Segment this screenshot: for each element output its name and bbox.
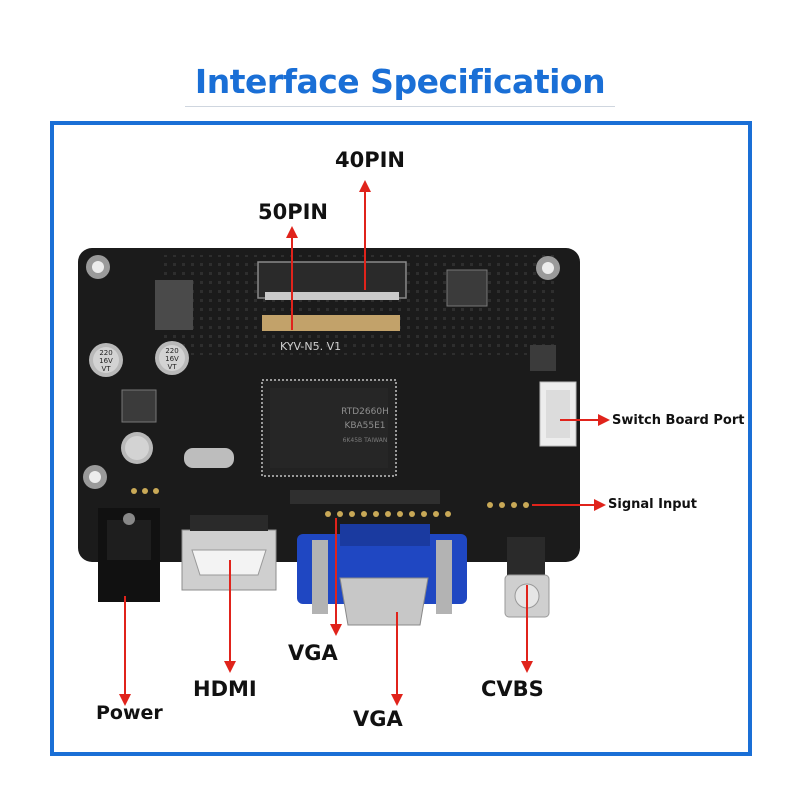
- label-50pin: 50PIN: [258, 200, 329, 224]
- svg-text:16V: 16V: [99, 357, 113, 365]
- chip-label: RTD2660H: [341, 407, 389, 417]
- power-jack-pin: [123, 513, 135, 525]
- label-vga-lower: VGA: [353, 707, 403, 731]
- vga-top: [340, 524, 430, 546]
- svg-text:16V: 16V: [165, 355, 179, 363]
- chip-label: 6K45B TAIWAN: [343, 437, 388, 444]
- signal-input-pins: [487, 502, 529, 508]
- cvbs-housing: [507, 537, 545, 579]
- label-40pin: 40PIN: [335, 148, 406, 172]
- model-text: KYV-N5. V1: [280, 340, 341, 353]
- svg-text:VT: VT: [101, 365, 111, 373]
- inductor-small: [530, 345, 556, 371]
- label-hdmi: HDMI: [193, 677, 257, 701]
- fpc-connector-pins: [265, 292, 399, 300]
- inductor-l2: [446, 269, 488, 307]
- chip-label: KBA55E1: [344, 421, 385, 431]
- label-cvbs: CVBS: [481, 677, 544, 701]
- mount-hole: [536, 256, 560, 280]
- vga-screw: [312, 540, 328, 614]
- label-vga-upper: VGA: [288, 641, 338, 665]
- svg-text:220: 220: [99, 349, 112, 357]
- power-jack-inner: [107, 520, 151, 560]
- pin-header: [290, 490, 440, 504]
- mount-hole: [86, 255, 110, 279]
- label-switch-board-port: Switch Board Port: [612, 413, 745, 428]
- capacitor: [121, 432, 153, 464]
- capacitor: 220 16V VT: [89, 343, 123, 377]
- switch-board-connector-inner: [546, 390, 570, 438]
- spec-frame: [50, 121, 752, 756]
- inductor-220: [121, 389, 157, 423]
- page-title: Interface Specification: [194, 62, 606, 101]
- hdmi-shell-top: [190, 515, 268, 531]
- pin-row: [325, 511, 451, 517]
- regulator: [155, 280, 193, 330]
- mount-hole: [83, 465, 107, 489]
- svg-text:VT: VT: [167, 363, 177, 371]
- vga-screw: [436, 540, 452, 614]
- capacitor: 220 16V VT: [155, 341, 189, 375]
- crystal: [184, 448, 234, 468]
- title-underline: [185, 106, 615, 107]
- main-chip-body: [270, 388, 388, 468]
- label-power: Power: [96, 702, 163, 724]
- lvds-connector: [262, 315, 400, 331]
- vga-dsub: [339, 577, 429, 626]
- cn5-pins: [131, 488, 159, 494]
- label-signal-input: Signal Input: [608, 497, 698, 512]
- svg-text:220: 220: [165, 347, 178, 355]
